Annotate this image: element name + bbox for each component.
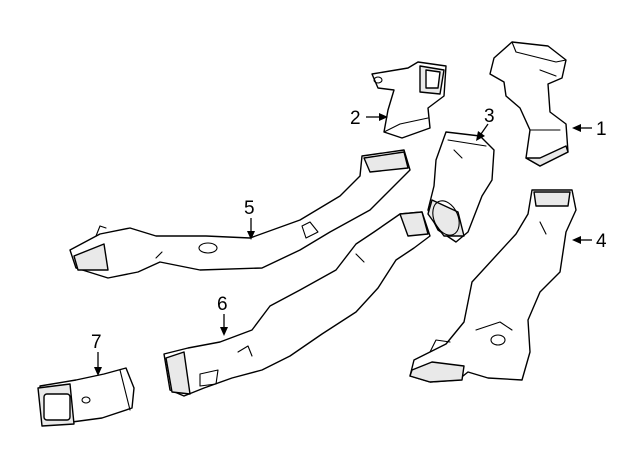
leader-5 [247,218,255,240]
part-4-duct [409,189,577,383]
part-3-duct [427,131,495,243]
part-2-duct [371,61,447,139]
leader-6 [220,314,228,336]
part-6-duct [163,211,431,397]
callout-5: 5 [244,198,255,219]
part-7-duct [37,367,135,427]
leader-4 [572,236,592,244]
callout-4: 4 [596,231,607,252]
callout-2: 2 [350,108,361,129]
part-5-duct [69,149,411,279]
leader-1 [572,124,592,132]
leader-2 [366,113,388,121]
callout-3: 3 [484,106,495,127]
leader-3 [476,123,489,141]
callout-6: 6 [217,294,228,315]
leader-7 [94,352,102,376]
callout-7: 7 [91,332,102,353]
callout-1: 1 [596,119,607,140]
part-1-duct [489,41,569,167]
